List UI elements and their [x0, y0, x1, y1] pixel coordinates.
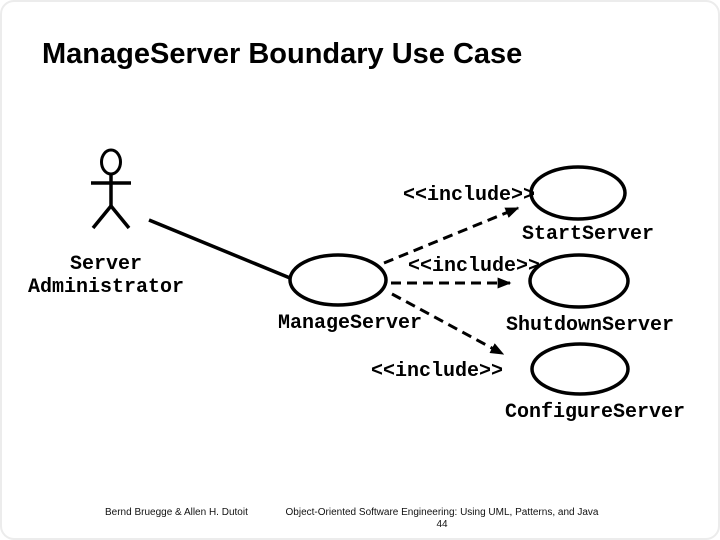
use-case-label-shutdownserver: ShutdownServer — [506, 314, 674, 337]
use-case-ellipse-startserver — [529, 165, 627, 221]
footer-page-number: 44 — [436, 519, 448, 530]
actor-label-line2: Administrator — [28, 276, 184, 299]
use-case-ellipse-manageserver — [288, 253, 388, 307]
slide-title: ManageServer Boundary Use Case — [42, 38, 523, 70]
footer-center: Object-Oriented Software Engineering: Us… — [267, 507, 617, 531]
include-label-configureserver: <<include>> — [371, 360, 503, 383]
include-arrow-configureserver — [391, 292, 505, 356]
association-line-actor-manageserver — [148, 218, 291, 280]
use-case-label-configureserver: ConfigureServer — [505, 401, 685, 424]
footer-authors: Bernd Bruegge & Allen H. Dutoit — [105, 507, 248, 518]
use-case-ellipse-configureserver — [530, 342, 630, 396]
actor-left-leg — [91, 204, 113, 230]
include-arrow-startserver — [383, 206, 520, 265]
actor-head — [100, 148, 122, 176]
footer-book-title: Object-Oriented Software Engineering: Us… — [285, 507, 599, 518]
actor-icon — [91, 148, 131, 230]
actor-label-line1: Server — [70, 253, 142, 276]
use-case-label-startserver: StartServer — [522, 223, 654, 246]
actor-right-leg — [109, 204, 131, 230]
use-case-ellipse-shutdownserver — [528, 253, 630, 309]
use-case-label-manageserver: ManageServer — [278, 312, 422, 335]
include-label-startserver: <<include>> — [403, 184, 535, 207]
include-label-shutdownserver: <<include>> — [408, 255, 540, 278]
